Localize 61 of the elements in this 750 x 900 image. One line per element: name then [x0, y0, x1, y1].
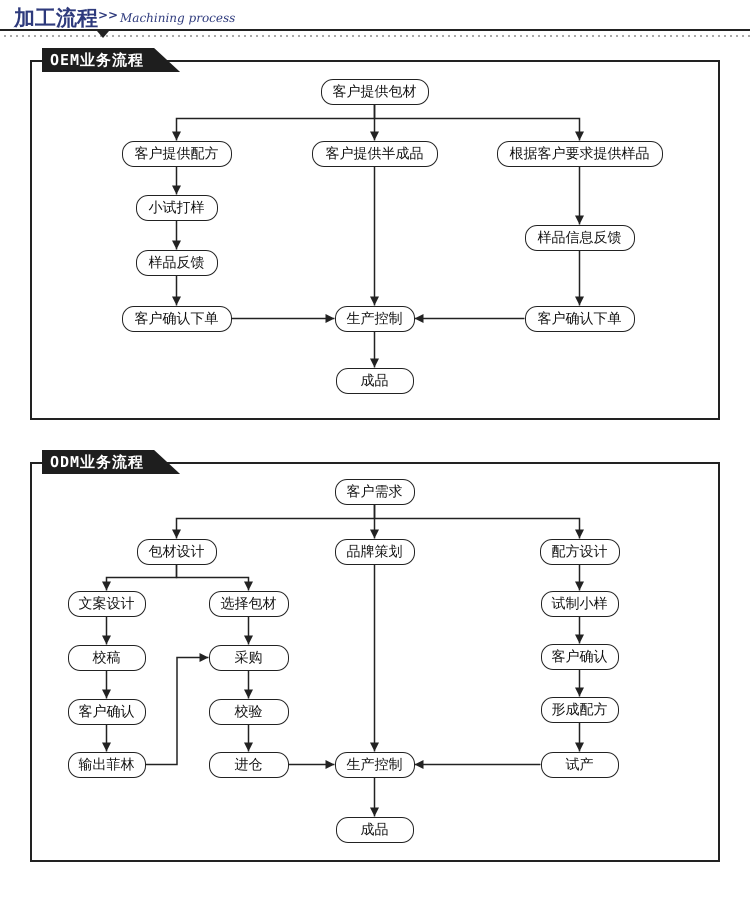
- arrow: [575, 166, 584, 224]
- arrow: [575, 722, 584, 752]
- process-box: 客户确认下单: [122, 306, 232, 332]
- process-box: 样品反馈: [136, 250, 218, 276]
- process-box: 客户提供配方: [122, 140, 232, 166]
- arrow: [244, 670, 253, 698]
- arrow: [288, 760, 334, 769]
- arrow: [176, 564, 253, 590]
- process-box: 生产控制: [334, 752, 414, 778]
- process-box: 采购: [208, 644, 288, 670]
- process-box: 试产: [540, 752, 618, 778]
- arrow: [244, 724, 253, 752]
- process-box: 配方设计: [540, 538, 620, 564]
- process-box: 校稿: [68, 644, 146, 670]
- process-box: 客户需求: [334, 478, 414, 504]
- arrow: [370, 564, 379, 752]
- process-box: 成品: [336, 368, 414, 394]
- arrow: [575, 670, 584, 696]
- process-box: 包材设计: [136, 538, 216, 564]
- process-box: 品牌策划: [334, 538, 414, 564]
- process-box: 客户提供半成品: [312, 140, 438, 166]
- arrow: [374, 504, 584, 538]
- process-box: 生产控制: [334, 306, 414, 332]
- process-box: 小试打样: [136, 194, 218, 220]
- panel-heading: ODM业务流程: [42, 450, 180, 474]
- process-box: 输出菲林: [68, 752, 146, 778]
- process-box: 选择包材: [208, 590, 288, 616]
- page-title: 加工流程: [14, 5, 98, 32]
- arrow: [102, 670, 111, 698]
- process-box: 文案设计: [68, 590, 146, 616]
- arrow: [232, 314, 334, 323]
- process-box: 客户确认: [540, 644, 618, 670]
- process-box: 试制小样: [540, 590, 618, 616]
- process-box: 形成配方: [540, 696, 618, 722]
- arrow: [102, 616, 111, 644]
- process-box: 样品信息反馈: [524, 224, 634, 250]
- process-box: 客户提供包材: [320, 78, 428, 104]
- arrow: [172, 276, 181, 306]
- arrow: [414, 314, 524, 323]
- arrow: [575, 564, 584, 590]
- arrow: [172, 166, 181, 194]
- arrow: [172, 220, 181, 250]
- arrow: [370, 778, 379, 816]
- process-box: 进仓: [208, 752, 288, 778]
- subtitle: Machining process: [120, 11, 236, 25]
- arrow: [146, 653, 208, 766]
- process-box: 客户确认: [68, 698, 146, 724]
- panel-heading: OEM业务流程: [42, 48, 180, 72]
- arrow: [370, 332, 379, 368]
- arrow: [244, 616, 253, 644]
- arrow: [102, 724, 111, 752]
- process-box: 客户确认下单: [524, 306, 634, 332]
- process-box: 根据客户要求提供样品: [496, 140, 662, 166]
- arrow: [374, 104, 584, 140]
- arrow: [370, 166, 379, 306]
- arrow: [575, 250, 584, 306]
- process-box: 校验: [208, 698, 288, 724]
- arrow: [575, 616, 584, 644]
- process-box: 成品: [336, 816, 414, 842]
- arrow: [414, 760, 540, 769]
- separator-text: >>: [98, 8, 118, 22]
